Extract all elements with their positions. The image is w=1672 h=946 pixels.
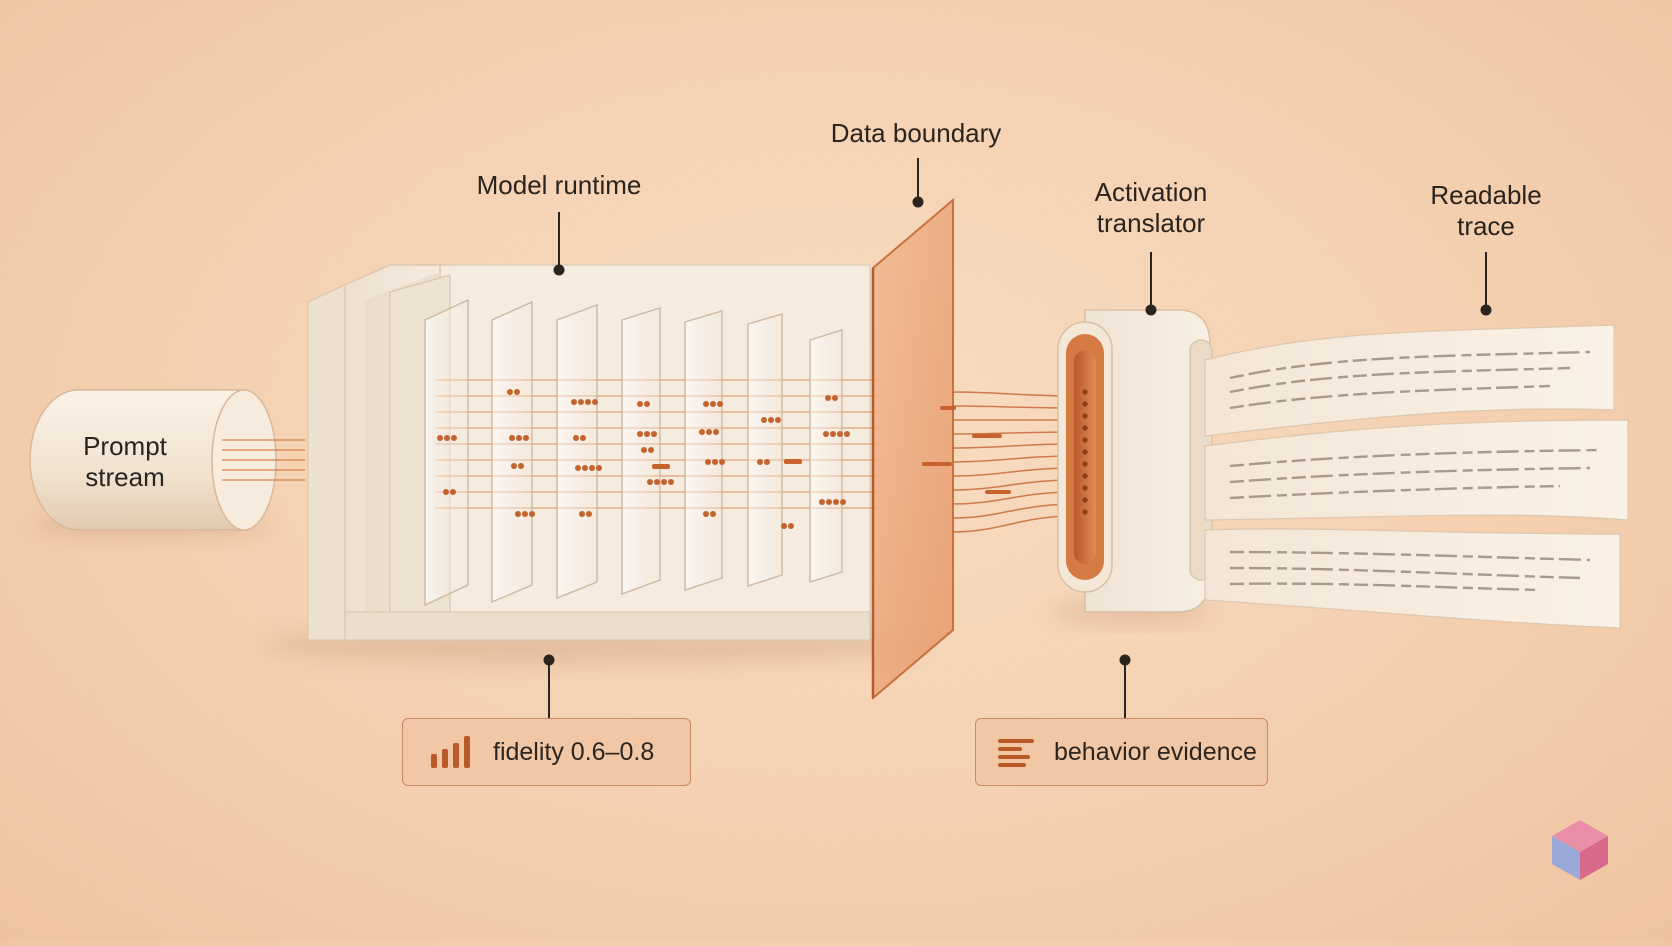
activation-translator-line1: Activation (1095, 177, 1208, 208)
data-boundary-plane (873, 200, 953, 698)
activation-translator-device (1058, 310, 1212, 612)
activation-translator-line2: translator (1095, 208, 1208, 239)
signal-bars-icon (429, 734, 479, 770)
text-lines-icon (996, 734, 1040, 770)
fidelity-badge-text: fidelity 0.6–0.8 (493, 738, 654, 767)
prompt-stream-line1: Prompt (83, 431, 167, 462)
activation-translator-label: Activation translator (1095, 177, 1208, 239)
translator-input-lines (953, 392, 1075, 532)
readable-trace-line1: Readable (1430, 180, 1541, 211)
prompt-stream-label: Prompt stream (83, 431, 167, 493)
behavior-evidence-badge-text: behavior evidence (1054, 738, 1257, 767)
prompt-stream-line2: stream (83, 462, 167, 493)
readable-trace-label: Readable trace (1430, 180, 1541, 242)
cube-logo-icon (1552, 820, 1608, 880)
data-boundary-label: Data boundary (831, 118, 1002, 149)
readable-trace-line2: trace (1430, 211, 1541, 242)
fidelity-badge: fidelity 0.6–0.8 (402, 718, 691, 786)
model-runtime-label: Model runtime (477, 170, 642, 201)
behavior-evidence-badge: behavior evidence (975, 718, 1268, 786)
prompt-stream-cylinder (30, 390, 305, 530)
